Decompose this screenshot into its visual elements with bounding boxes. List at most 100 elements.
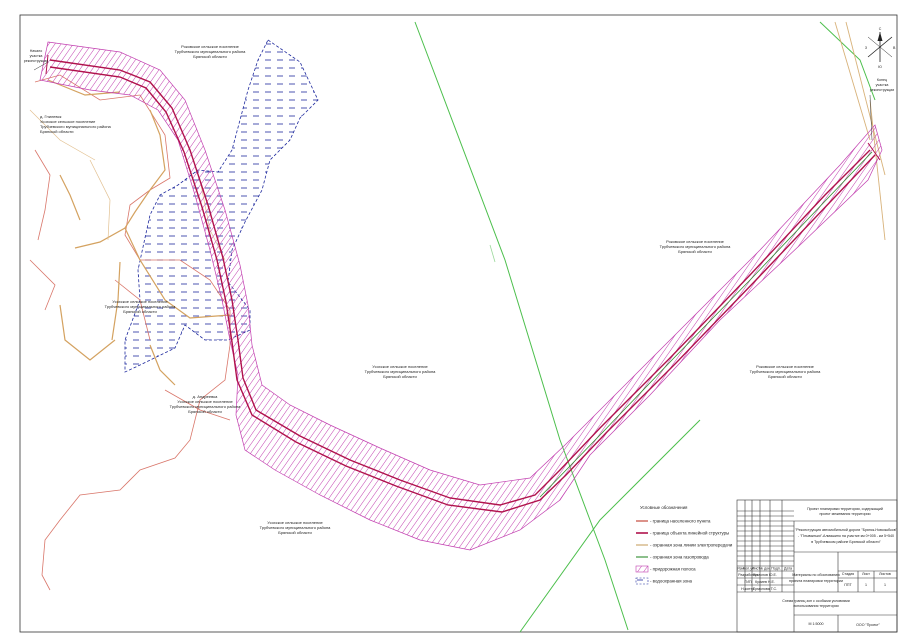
area-label-line: Брянской области [383, 374, 417, 379]
stamp-head-col: Лист [752, 567, 760, 571]
area-label-line: Трубчевского муниципального района [175, 49, 247, 54]
legend-item-power: - охранная зона линии электропередачи [636, 543, 733, 548]
legend-item-water: - водоохранная зона [635, 577, 693, 585]
area-label-line: Трубчевского муниципального района [660, 244, 732, 249]
stamp-title-2: проект межевания территории [819, 512, 870, 516]
power-lines-west [47, 79, 231, 386]
stamp-sheet-name-1: Материалы по обоснованию [792, 573, 840, 577]
section-end-label: Конец участка реконструкции [869, 78, 894, 141]
legend-label-water: - водоохранная зона [650, 579, 693, 584]
stamp-sheet: 1 [865, 583, 867, 587]
stamp-head-col: № док. [759, 567, 771, 571]
stamp-name: Ермолова Т.С. [753, 587, 777, 591]
legend-swatch-water [635, 577, 649, 585]
compass-e: В [893, 46, 896, 50]
stamp-sheet-name-2: проекта планировки территории [789, 579, 843, 583]
legend-label-settlement: - граница населенного пункта [650, 519, 711, 524]
section-end-line-1: Конец [877, 78, 887, 82]
stamp-role: Разработал [738, 573, 758, 577]
area-label-line: Брянской области [768, 374, 802, 379]
area-label-line: Усохское сельское поселение [267, 520, 323, 525]
sheet-frame [19, 14, 898, 633]
stamp-name: Ермолов Ю.Е. [753, 573, 777, 577]
area-label-line: Трубчевского муниципального района [750, 369, 822, 374]
road-axis [539, 151, 873, 498]
area-label-line: Роковское сельское поселение [181, 44, 240, 49]
section-end-line-3: реконструкции [870, 88, 894, 92]
area-label-line: Усохское сельское поселение [40, 119, 96, 124]
stamp-drawing-name-1: Схема границ зон с особыми условиями [782, 599, 850, 603]
gas-zone-lines [414, 21, 876, 633]
legend-label-gas: - охранная зона газопровода [650, 555, 709, 560]
area-label-line: Усохское сельское поселение [112, 299, 168, 304]
stamp-head-col: Дата [784, 567, 792, 571]
stamp-sheet-head: Лист [862, 572, 870, 576]
object-boundary [49, 59, 876, 513]
area-label-line: Трубчевского муниципального района [170, 404, 242, 409]
area-label-line: Трубчевского муниципального района [365, 369, 437, 374]
stamp-org: ООО "Проект" [856, 623, 880, 627]
section-start-line-1: Начало [30, 49, 43, 53]
legend-label-power: - охранная зона линии электропередачи [650, 543, 733, 548]
legend: Условные обозначения - граница населенно… [635, 505, 733, 585]
section-end-line-2: участка [876, 83, 889, 87]
area-label-line: д. Гнилевск [40, 114, 62, 119]
title-block [736, 499, 898, 633]
gas-zone-lines-thin [489, 244, 496, 263]
section-start-line-2: участка [30, 54, 43, 58]
compass-icon: С Ю З В [865, 27, 896, 69]
stamp-drawing-name-2: использования территории [793, 604, 838, 608]
stamp-head-col: Изм. [737, 567, 745, 571]
area-label-line: Брянской области [123, 309, 157, 314]
section-start-label: Начало участка реконструкции [24, 49, 48, 71]
area-label-line: Усохское сельское поселение [372, 364, 428, 369]
legend-item-strip: - придорожная полоса [635, 565, 696, 573]
stamp-project-2: - "Плывыньки"-Алмашино на участке км 0+0… [798, 534, 894, 538]
stamp-role: ГИП [744, 580, 752, 584]
stamp-name: Кулиев Н.Е. [755, 580, 775, 584]
legend-item-object: - граница объекта линейной структуры [636, 531, 729, 536]
legend-item-settlement: - граница населенного пункта [636, 519, 711, 524]
power-lines-east [834, 21, 886, 241]
area-label-line: Брянской области [193, 54, 227, 59]
area-label-line: Брянской области [40, 129, 74, 134]
stamp-role: Н.контр. [741, 587, 755, 591]
legend-label-object: - граница объекта линейной структуры [650, 531, 729, 536]
area-label-line: Брянской области [678, 249, 712, 254]
area-label-line: Трубчевского муниципального района [40, 124, 112, 129]
area-label-line: Брянской области [278, 530, 312, 535]
stamp-stage: ППТ [844, 583, 852, 587]
area-label-line: Трубчевского муниципального района [105, 304, 177, 309]
legend-label-strip: - придорожная полоса [650, 567, 696, 572]
title-block-text: Проект планировки территории, содержащий… [737, 507, 897, 627]
stamp-sheets: 1 [884, 583, 886, 587]
stamp-project-1: "Реконструкция автомобильной дороги "Бря… [795, 528, 898, 532]
stamp-scale: М 1:5000 [809, 622, 824, 626]
area-label-line: Роковское сельское поселение [666, 239, 725, 244]
compass-s: Ю [878, 65, 882, 69]
area-label-line: Усохское сельское поселение [177, 399, 233, 404]
area-label-line: Трубчевского муниципального района [260, 525, 332, 530]
roadside-strip [39, 41, 883, 551]
legend-title: Условные обозначения [640, 505, 688, 510]
stamp-sheets-head: Листов [879, 572, 891, 576]
compass-n: С [879, 27, 882, 31]
section-start-line-3: реконструкции [24, 59, 48, 63]
area-label-line: Роковское сельское поселение [756, 364, 815, 369]
stamp-title-1: Проект планировки территории, содержащий [807, 507, 883, 511]
stamp-project-3: в Трубчевском районе Брянской области" [811, 540, 881, 544]
area-label-line: д. Андреевка [193, 394, 218, 399]
legend-swatch-strip [635, 565, 649, 573]
section-ticks [45, 54, 881, 161]
stamp-stage-head: Стадия [842, 572, 854, 576]
